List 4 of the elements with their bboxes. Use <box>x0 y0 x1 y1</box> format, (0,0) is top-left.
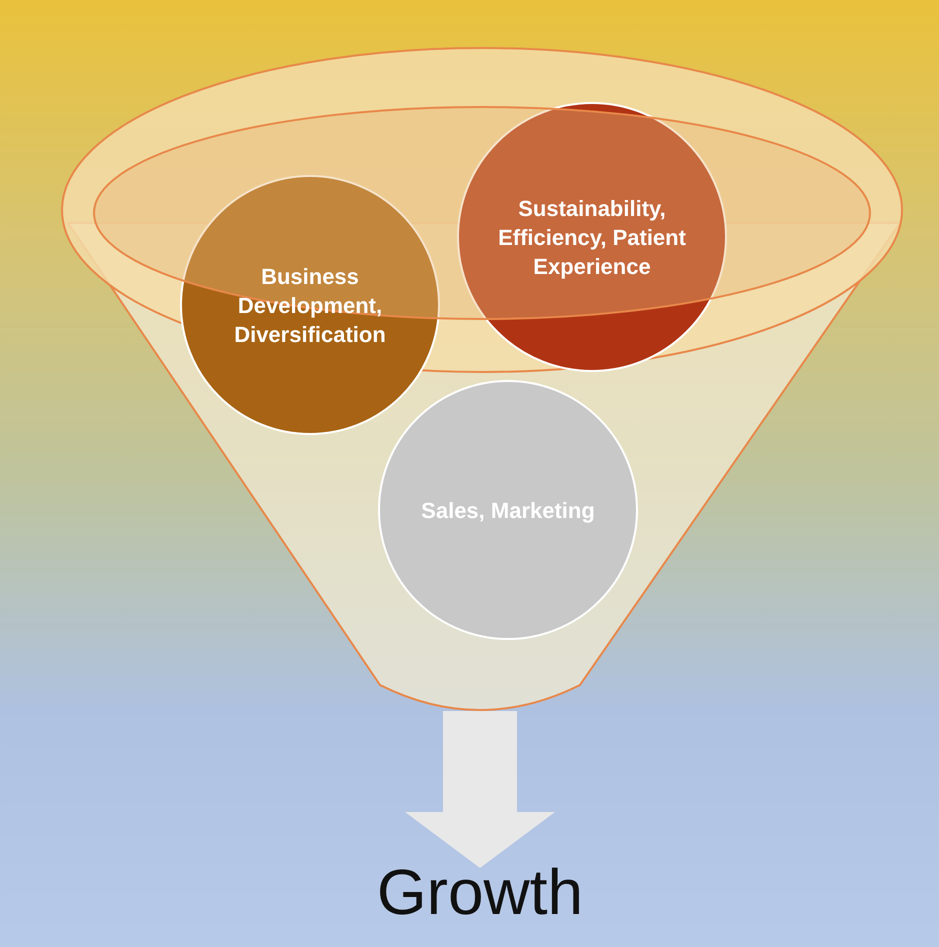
block-arrow <box>405 711 555 868</box>
circle-label: Business Development, Diversification <box>233 262 387 348</box>
outcome-label: Growth <box>330 862 630 922</box>
circle-label: Sustainability, Efficiency, Patient Experience <box>497 194 687 280</box>
